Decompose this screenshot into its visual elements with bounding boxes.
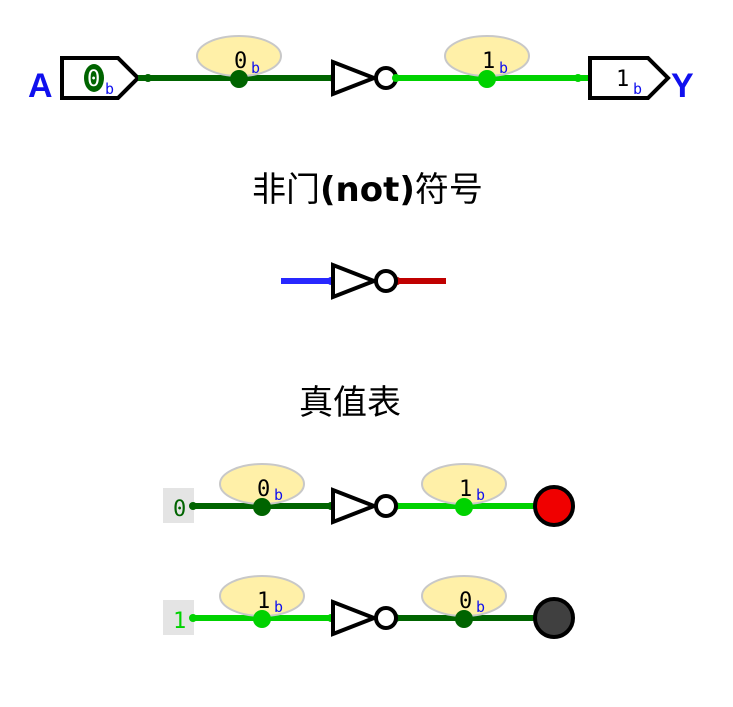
not-gate-triangle: [331, 59, 380, 97]
output-pin-y[interactable]: 1 b: [588, 56, 671, 100]
const-input-box[interactable]: [163, 488, 194, 523]
row-not-bubble: [374, 494, 398, 518]
row-input-probe[interactable]: 0 b: [219, 463, 305, 516]
main-circuit: A 0 b 0 b 1: [28, 35, 694, 105]
truth-table-row: 1 1 b 0 b: [163, 575, 575, 639]
probe-anchor: [478, 70, 496, 88]
wire-node: [189, 502, 197, 510]
input-probe[interactable]: 0 b: [196, 35, 282, 88]
symbol-section: 非门(not)符号: [252, 170, 483, 300]
wire-node: [392, 74, 400, 82]
wire-node: [144, 74, 152, 82]
wire-node: [189, 614, 197, 622]
led-off-indicator: [533, 597, 575, 639]
symbol-title-suffix: 符号: [415, 170, 483, 210]
probe-value: 0: [459, 589, 472, 614]
probe-value: 1: [482, 49, 495, 74]
probe-anchor: [253, 610, 271, 628]
input-pin-state-indicator: [84, 64, 104, 92]
symbol-title-paren: (not): [320, 170, 415, 210]
row-input-probe[interactable]: 1 b: [219, 575, 305, 628]
output-pin-label: Y: [671, 67, 694, 105]
probe-anchor: [230, 70, 248, 88]
probe-radix: b: [274, 598, 283, 616]
const-input-value: 1: [173, 609, 186, 634]
truth-table-section: 真值表 0 0 b 1 b: [163, 383, 575, 639]
symbol-not-triangle: [331, 262, 380, 300]
symbol-not-bubble: [374, 269, 398, 293]
probe-radix: b: [274, 486, 283, 504]
row-not-bubble: [374, 606, 398, 630]
probe-radix: b: [476, 598, 485, 616]
input-pin-label: A: [28, 67, 53, 105]
probe-value: 1: [459, 477, 472, 502]
wire-node: [574, 74, 582, 82]
probe-value: 1: [257, 589, 270, 614]
const-input-value: 0: [173, 497, 186, 522]
truth-table-title: 真值表: [299, 383, 401, 423]
symbol-title-prefix: 非门: [252, 170, 320, 210]
output-probe[interactable]: 1 b: [444, 35, 530, 88]
probe-anchor: [455, 498, 473, 516]
probe-radix: b: [251, 59, 260, 77]
led-on-indicator: [533, 485, 575, 527]
not-gate[interactable]: [331, 59, 398, 97]
row-output-probe[interactable]: 0 b: [421, 575, 507, 628]
input-pin-value: 0: [87, 67, 100, 92]
const-input-box[interactable]: [163, 600, 194, 635]
probe-radix: b: [476, 486, 485, 504]
probe-radix: b: [499, 59, 508, 77]
input-pin-a[interactable]: 0 b: [60, 56, 141, 100]
probe-anchor: [455, 610, 473, 628]
row-not-triangle: [331, 599, 380, 637]
probe-anchor: [253, 498, 271, 516]
probe-value: 0: [234, 49, 247, 74]
row-not-triangle: [331, 487, 380, 525]
probe-value: 0: [257, 477, 270, 502]
output-pin-body: [588, 56, 671, 100]
input-pin-radix: b: [105, 80, 114, 98]
output-pin-radix: b: [633, 80, 642, 98]
row-output-probe[interactable]: 1 b: [421, 463, 507, 516]
output-pin-value: 1: [616, 67, 629, 92]
truth-table-row: 0 0 b 1 b: [163, 463, 575, 527]
symbol-title: 非门(not)符号: [252, 170, 483, 210]
